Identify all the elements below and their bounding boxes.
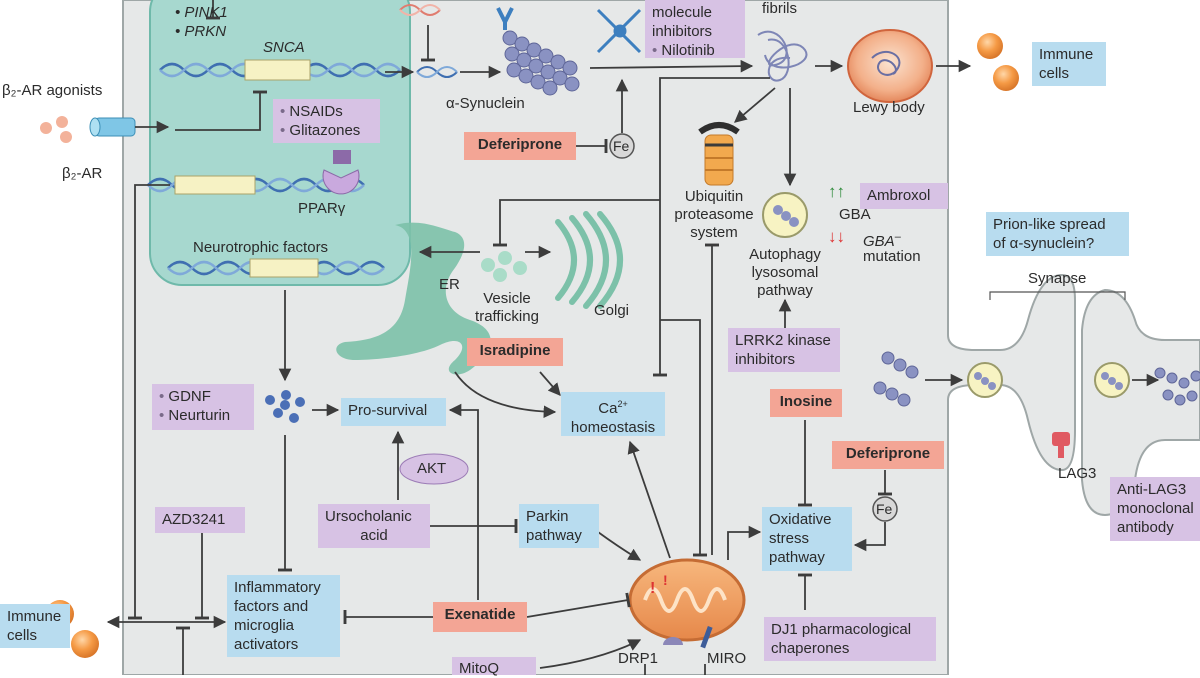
beta2-ar-label: β₂-AR xyxy=(62,165,103,182)
down-arrows: ↓↓ xyxy=(828,227,845,246)
snca-label: SNCA xyxy=(263,39,305,56)
azd3241-box: AZD3241 xyxy=(155,507,245,533)
er-organelle xyxy=(336,222,491,375)
gba-label: GBA xyxy=(839,206,871,223)
deferiprone-top-box: Deferiprone xyxy=(464,132,576,160)
svg-text:!: ! xyxy=(663,572,668,588)
small-molecule-inhibitors-box: molecule inhibitors Nilotinib xyxy=(645,0,745,59)
ambroxol-box: Ambroxol xyxy=(860,183,948,209)
autophagosome-icon xyxy=(762,192,808,238)
akt-label: AKT xyxy=(417,460,447,477)
pro-survival-box: Pro-survival xyxy=(341,398,446,426)
fibrils-label: fibrils xyxy=(762,0,798,17)
alpha-synuclein-oligomer xyxy=(502,30,580,96)
drp1-label: DRP1 xyxy=(618,650,659,667)
antibody-icon xyxy=(496,7,514,30)
fe-label-right: Fe xyxy=(876,501,893,517)
inosine-box: Inosine xyxy=(770,389,842,417)
gba-mutation-line2: mutation xyxy=(863,248,921,265)
neurotrophic-label: Neurotrophic factors xyxy=(193,239,329,256)
rna-icon-2 xyxy=(416,66,458,78)
fibrils-icon xyxy=(757,30,808,82)
alpha-synuclein-label: α-Synuclein xyxy=(446,95,525,112)
er-label: ER xyxy=(439,276,460,293)
proteasome-icon xyxy=(698,122,740,186)
pink1-label: • PINK1 xyxy=(175,4,228,21)
deferiprone-right-box: Deferiprone xyxy=(832,441,944,469)
prkn-label: • PRKN xyxy=(175,23,227,40)
neurotrophic-dots xyxy=(265,390,305,423)
beta2-ar-receptor xyxy=(89,117,136,137)
ca-homeostasis-box: Ca2+ homeostasis xyxy=(561,392,665,436)
lag3-receptor xyxy=(1052,432,1070,446)
mitoq-box: MitoQ xyxy=(452,657,536,677)
exenatide-box: Exenatide xyxy=(433,602,527,632)
beta2-agonists-label: β₂-AR agonists xyxy=(2,82,103,99)
miro-label: MIRO xyxy=(707,650,747,667)
lewy-body-icon xyxy=(847,29,933,103)
mitochondrion-icon: ! ! xyxy=(628,558,746,649)
ppar-receptor xyxy=(322,150,360,195)
nsaids-box: NSAIDsGlitazones xyxy=(273,99,380,143)
fe-label-top: Fe xyxy=(613,138,630,154)
lag3-label: LAG3 xyxy=(1058,465,1097,482)
lewy-body-label: Lewy body xyxy=(853,99,925,116)
inhibitor-crosslink-icon xyxy=(596,8,642,54)
postsynaptic-terminal xyxy=(1081,288,1200,517)
svg-text:!: ! xyxy=(650,580,655,597)
synapse-label: Synapse xyxy=(1028,270,1087,287)
rna-icon-1 xyxy=(399,4,441,16)
gdnf-box: GDNFNeurturin xyxy=(152,384,254,430)
ppar-label: PPARγ xyxy=(298,200,346,217)
gba-mutation-label: GBA– xyxy=(863,231,901,250)
golgi-label: Golgi xyxy=(594,302,630,319)
golgi-organelle xyxy=(555,211,623,309)
up-arrows: ↑↑ xyxy=(828,182,845,201)
isradipine-box: Isradipine xyxy=(467,338,563,366)
